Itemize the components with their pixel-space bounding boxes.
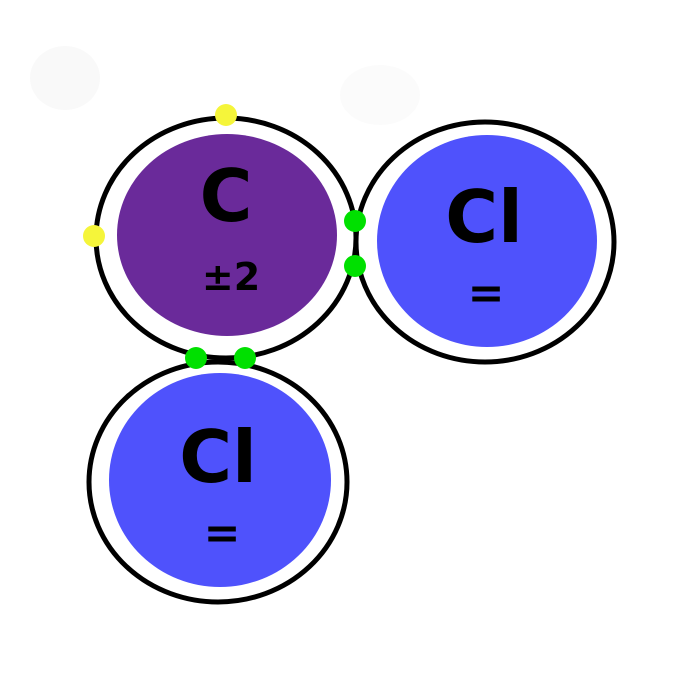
background-artifacts xyxy=(30,46,420,125)
bond-electron-c-clright-1 xyxy=(344,210,366,232)
bonding-electrons xyxy=(185,210,366,369)
bond-electron-c-clright-2 xyxy=(344,255,366,277)
faint-smudge-left xyxy=(30,46,100,110)
carbon-core xyxy=(117,134,337,336)
atom-chlorine-bottom: Cl = xyxy=(86,359,350,605)
chlorine-right-charge: = xyxy=(468,268,505,319)
chlorine-bottom-symbol: Cl xyxy=(179,415,257,499)
chlorine-right-symbol: Cl xyxy=(445,175,523,259)
chlorine-bottom-core xyxy=(109,373,331,587)
lone-electrons xyxy=(83,104,237,247)
carbon-charge: ±2 xyxy=(202,255,260,299)
chlorine-bottom-charge: = xyxy=(204,508,241,559)
chlorine-right-core xyxy=(377,135,597,347)
bond-electron-c-clbottom-1 xyxy=(185,347,207,369)
atom-carbon: C ±2 xyxy=(93,115,359,361)
bond-electron-c-clbottom-2 xyxy=(234,347,256,369)
carbon-symbol: C xyxy=(200,154,253,238)
lone-electron-top xyxy=(215,104,237,126)
faint-smudge-right xyxy=(340,65,420,125)
lone-electron-left xyxy=(83,225,105,247)
atom-chlorine-right: Cl = xyxy=(353,119,617,365)
